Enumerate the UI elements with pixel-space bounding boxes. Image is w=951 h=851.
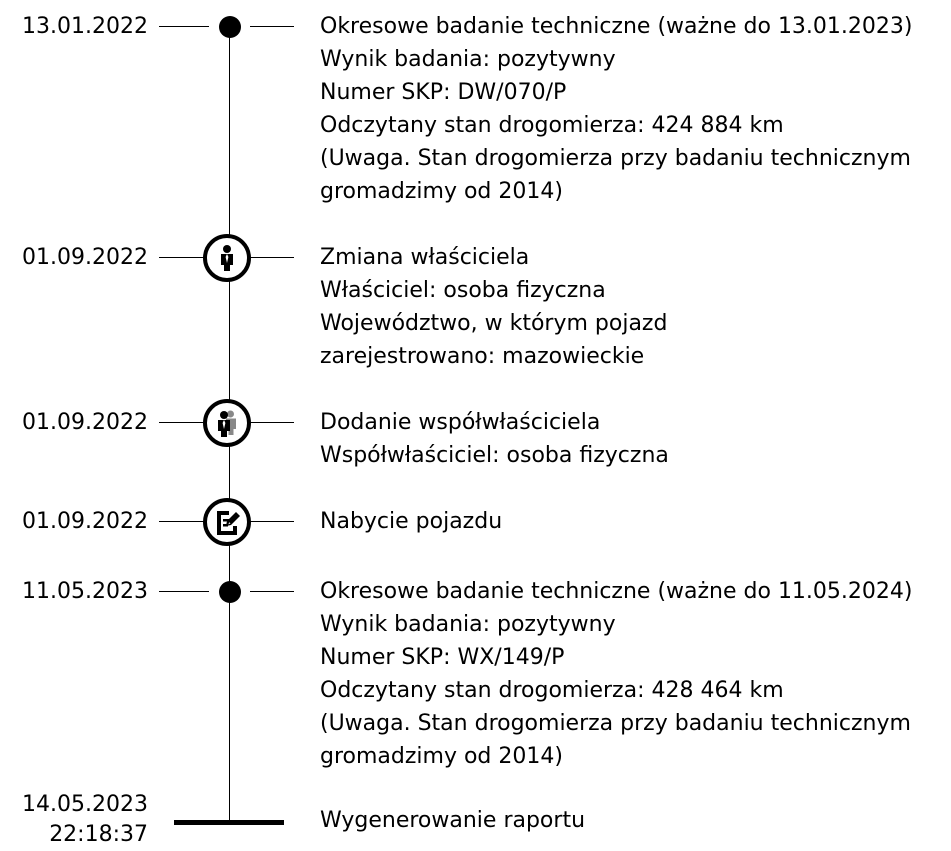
- event-date: 13.01.2022: [22, 14, 148, 39]
- event-line: gromadzimy od 2014): [320, 179, 563, 204]
- report-date: 14.05.2023: [22, 792, 148, 817]
- event-description: Dodanie współwłaściciela Współwłaściciel…: [320, 406, 950, 472]
- document-edit-icon: [203, 498, 251, 546]
- event-line: Numer SKP: DW/070/P: [320, 80, 567, 105]
- connector-left: [159, 422, 209, 423]
- event-line: Współwłaściciel: osoba fizyczna: [320, 443, 669, 468]
- connector-right: [250, 521, 294, 522]
- event-line: Wynik badania: pozytywny: [320, 612, 616, 637]
- report-label: Wygenerowanie raportu: [320, 808, 586, 833]
- owner-icon: [203, 234, 251, 282]
- connector-right: [250, 257, 294, 258]
- event-line: Odczytany stan drogomierza: 424 884 km: [320, 113, 784, 138]
- event-date: 01.09.2022: [22, 509, 148, 534]
- event-line: Okresowe badanie techniczne (ważne do 11…: [320, 579, 913, 604]
- timeline-end-bar: [174, 820, 284, 825]
- event-date: 01.09.2022: [22, 410, 148, 435]
- co-owner-icon: [203, 399, 251, 447]
- event-description: Zmiana właściciela Właściciel: osoba fiz…: [320, 241, 950, 373]
- event-line: Nabycie pojazdu: [320, 509, 503, 534]
- connector-left: [159, 26, 209, 27]
- connector-left: [159, 257, 209, 258]
- connector-right: [250, 422, 294, 423]
- event-description: Okresowe badanie techniczne (ważne do 13…: [320, 10, 950, 208]
- event-line: Numer SKP: WX/149/P: [320, 645, 565, 670]
- connector-right: [250, 591, 294, 592]
- event-description: Okresowe badanie techniczne (ważne do 11…: [320, 575, 950, 773]
- event-line: zarejestrowano: mazowieckie: [320, 344, 645, 369]
- event-date: 11.05.2023: [22, 579, 148, 604]
- event-date: 01.09.2022: [22, 245, 148, 270]
- event-dot: [219, 16, 241, 38]
- event-line: (Uwaga. Stan drogomierza przy badaniu te…: [320, 146, 911, 171]
- event-line: Wynik badania: pozytywny: [320, 47, 616, 72]
- connector-left: [159, 521, 209, 522]
- event-line: Dodanie współwłaściciela: [320, 410, 601, 435]
- event-description: Nabycie pojazdu: [320, 505, 950, 538]
- event-line: Właściciel: osoba fizyczna: [320, 278, 606, 303]
- connector-left: [159, 591, 209, 592]
- event-line: (Uwaga. Stan drogomierza przy badaniu te…: [320, 711, 911, 736]
- event-line: gromadzimy od 2014): [320, 744, 563, 769]
- event-line: Zmiana właściciela: [320, 245, 530, 270]
- event-line: Okresowe badanie techniczne (ważne do 13…: [320, 14, 913, 39]
- event-line: Odczytany stan drogomierza: 428 464 km: [320, 678, 784, 703]
- event-dot: [219, 581, 241, 603]
- event-line: Województwo, w którym pojazd: [320, 311, 668, 336]
- connector-right: [250, 26, 294, 27]
- report-time: 22:18:37: [49, 822, 148, 847]
